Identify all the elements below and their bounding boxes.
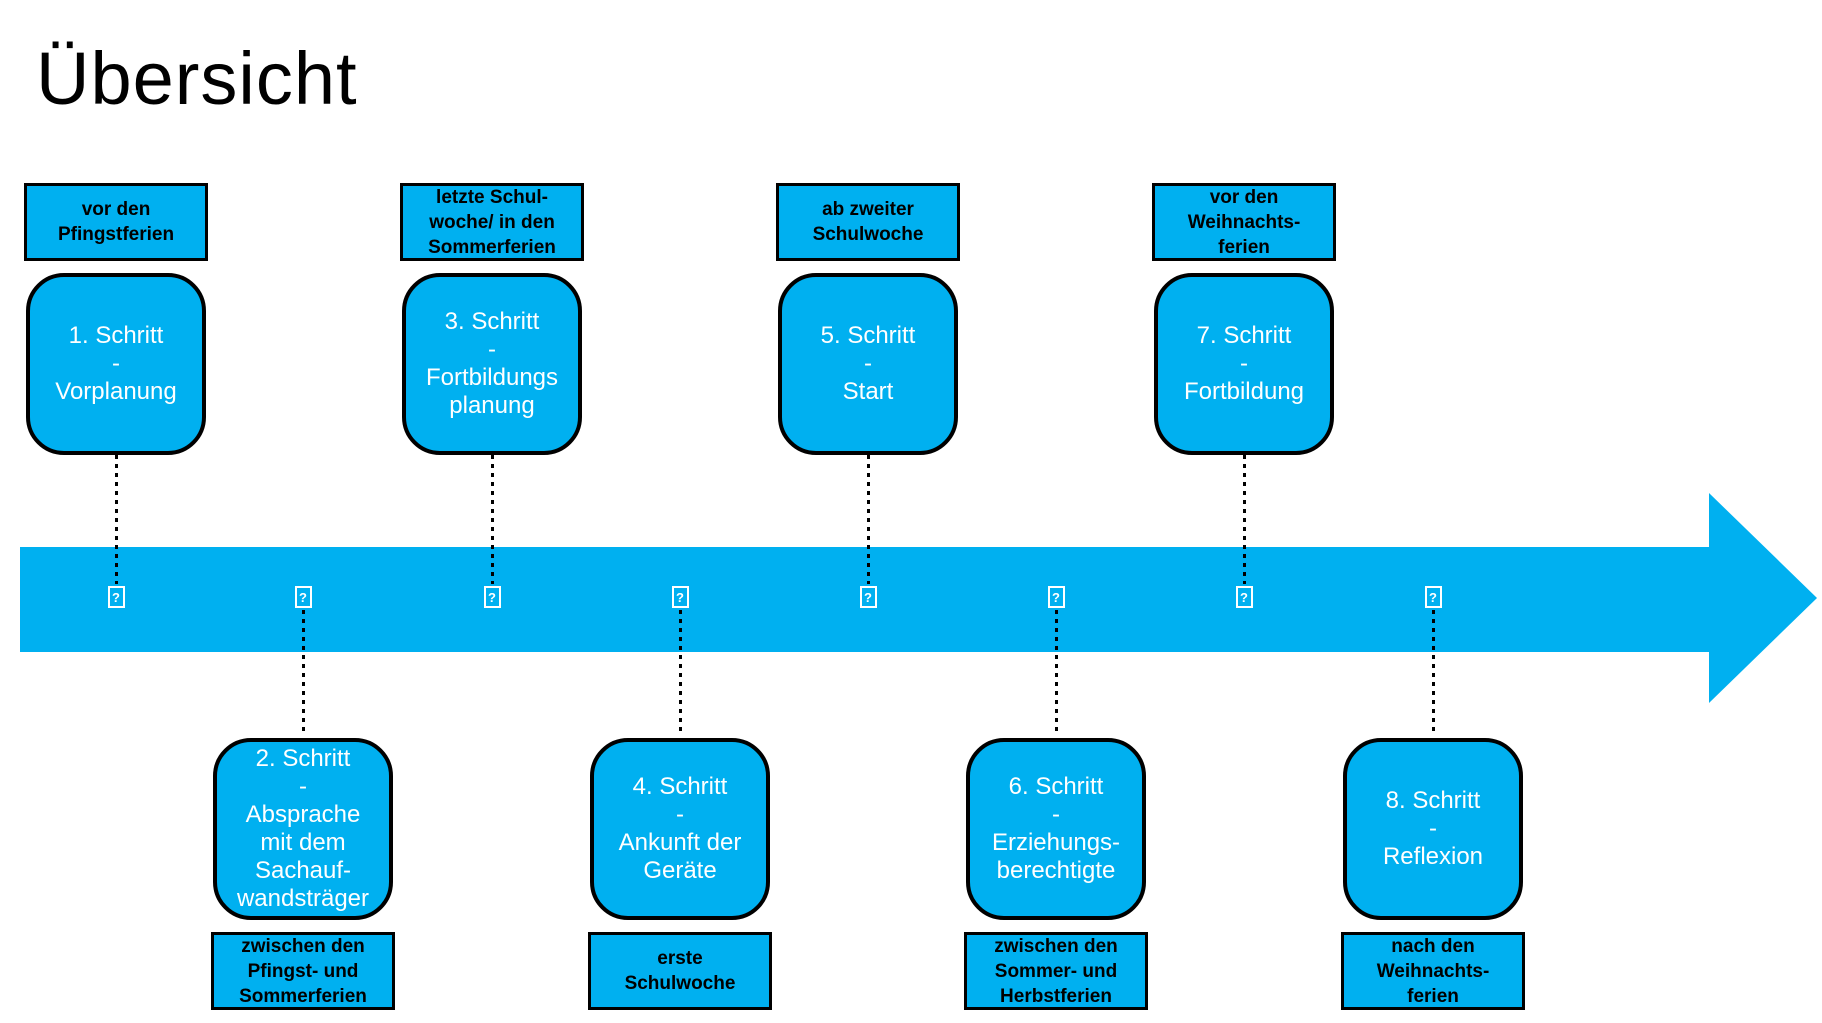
time-label-line: Pfingst- und bbox=[247, 960, 359, 982]
time-label-line: Weihnachts- bbox=[1376, 960, 1490, 982]
timeline-arrow-head bbox=[1709, 493, 1817, 703]
time-label-line: Sommerferien bbox=[239, 985, 367, 1007]
time-label-line: woche/ in den bbox=[429, 211, 555, 233]
step-box-line: Sachauf- bbox=[254, 857, 352, 884]
step-box-line: - bbox=[1052, 801, 1060, 828]
step-box-line: 4. Schritt bbox=[632, 773, 728, 800]
step-box-line: Start bbox=[842, 378, 894, 405]
step-box-line: 5. Schritt bbox=[820, 322, 916, 349]
time-label-line: Sommerferien bbox=[428, 236, 556, 258]
step-box-6: 6. Schritt-Erziehungs-berechtigte bbox=[966, 738, 1146, 920]
step-box-8: 8. Schritt-Reflexion bbox=[1343, 738, 1523, 920]
missing-glyph-icon: ? bbox=[859, 586, 877, 608]
connector-line-5 bbox=[867, 455, 870, 584]
missing-glyph-icon: ? bbox=[294, 586, 312, 608]
time-label-line: Schulwoche bbox=[624, 973, 736, 994]
time-label-line: ferien bbox=[1218, 236, 1270, 258]
missing-glyph-icon: ? bbox=[1235, 586, 1253, 608]
step-box-line: - bbox=[112, 350, 120, 377]
time-label-line: vor den bbox=[81, 199, 151, 220]
time-label-line: Weihnachts- bbox=[1187, 211, 1301, 233]
connector-line-2 bbox=[302, 610, 305, 736]
time-label-line: Sommer- und bbox=[994, 960, 1118, 982]
connector-line-3 bbox=[491, 455, 494, 584]
step-box-line: planung bbox=[449, 392, 535, 419]
time-label-line: zwischen den bbox=[994, 935, 1118, 957]
timeline-arrow-shaft bbox=[20, 547, 1710, 652]
step-box-5: 5. Schritt-Start bbox=[778, 273, 958, 455]
time-label-line: erste bbox=[657, 948, 703, 969]
step-box-line: 2. Schritt bbox=[255, 745, 351, 772]
missing-glyph-icon: ? bbox=[107, 586, 125, 608]
time-label-line: ab zweiter bbox=[822, 199, 914, 220]
connector-line-4 bbox=[679, 610, 682, 736]
step-box-line: - bbox=[488, 336, 496, 363]
time-label-line: nach den bbox=[1391, 935, 1475, 957]
step-box-7: 7. Schritt-Fortbildung bbox=[1154, 273, 1334, 455]
missing-glyph-icon: ? bbox=[483, 586, 501, 608]
connector-line-6 bbox=[1055, 610, 1058, 736]
step-box-line: - bbox=[1429, 815, 1437, 842]
step-box-line: Fortbildungs bbox=[425, 364, 559, 391]
step-box-line: wandsträger bbox=[236, 885, 370, 912]
connector-line-7 bbox=[1243, 455, 1246, 584]
step-box-line: Geräte bbox=[643, 857, 717, 884]
missing-glyph-icon: ? bbox=[1424, 586, 1442, 608]
step-box-line: 7. Schritt bbox=[1196, 322, 1292, 349]
missing-glyph-icon: ? bbox=[1047, 586, 1065, 608]
step-box-line: - bbox=[1240, 350, 1248, 377]
step-box-line: 3. Schritt bbox=[444, 308, 540, 335]
connector-line-8 bbox=[1432, 610, 1435, 736]
page-title: Übersicht bbox=[36, 37, 358, 120]
step-box-line: mit dem bbox=[260, 829, 346, 856]
step-box-line: Absprache bbox=[245, 801, 361, 828]
step-box-line: berechtigte bbox=[996, 857, 1116, 884]
step-box-line: 6. Schritt bbox=[1008, 773, 1104, 800]
connector-line-1 bbox=[115, 455, 118, 584]
step-box-line: - bbox=[676, 801, 684, 828]
step-box-line: Vorplanung bbox=[55, 378, 177, 405]
time-label-line: Pfingstferien bbox=[57, 224, 175, 245]
step-box-line: 1. Schritt bbox=[68, 322, 164, 349]
step-box-line: - bbox=[864, 350, 872, 377]
step-box-line: Reflexion bbox=[1382, 843, 1484, 870]
missing-glyph-icon: ? bbox=[671, 586, 689, 608]
time-label-line: letzte Schul- bbox=[436, 186, 548, 208]
time-label-line: ferien bbox=[1407, 985, 1459, 1007]
step-box-line: Fortbildung bbox=[1183, 378, 1305, 405]
step-box-1: 1. Schritt-Vorplanung bbox=[26, 273, 206, 455]
time-label-line: Herbstferien bbox=[1000, 985, 1112, 1007]
step-box-line: Erziehungs- bbox=[991, 829, 1121, 856]
step-box-line: 8. Schritt bbox=[1385, 787, 1481, 814]
step-box-line: - bbox=[299, 773, 307, 800]
time-label-line: Schulwoche bbox=[812, 224, 924, 245]
time-label-line: vor den bbox=[1209, 186, 1279, 208]
step-box-line: Ankunft der bbox=[618, 829, 742, 856]
time-label-line: zwischen den bbox=[241, 935, 365, 957]
